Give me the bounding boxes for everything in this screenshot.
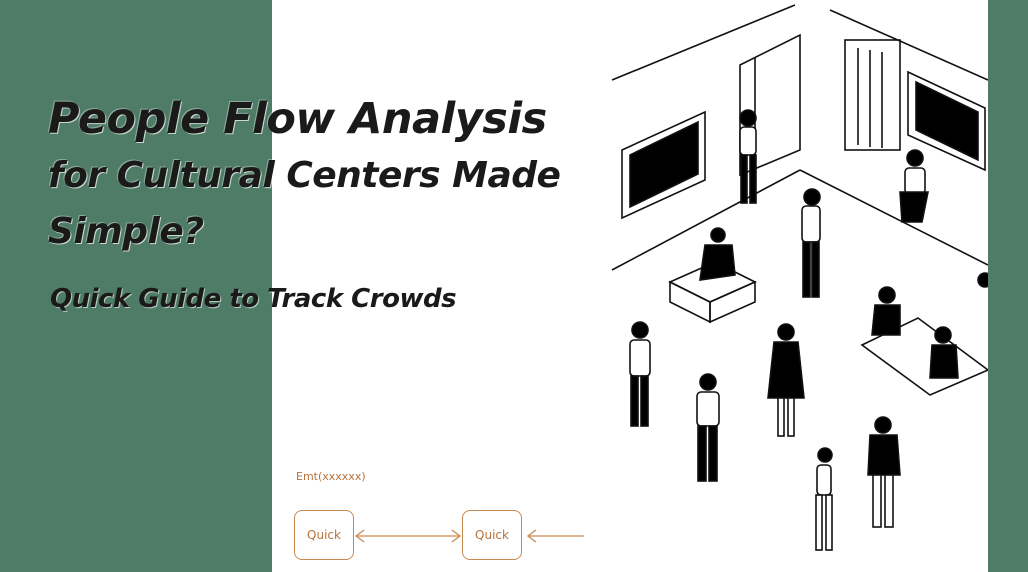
museum-crowd-illustration <box>611 4 988 551</box>
subtitle: Quick Guide to Track Crowds <box>50 284 457 314</box>
sketch-box-quick-2: Quick <box>462 510 522 560</box>
headline-line-1: People Flow Analysis <box>48 94 547 144</box>
sketch-arrows <box>354 529 584 543</box>
left-green-panel <box>0 0 272 572</box>
sketch-box-quick-1: Quick <box>294 510 354 560</box>
headline: People Flow Analysis for Cultural Center… <box>48 90 608 260</box>
sketch-label: Emt(xxxxxx) <box>296 470 366 483</box>
right-green-panel <box>988 0 1028 572</box>
headline-line-2: for Cultural Centers Made Simple? <box>48 155 561 252</box>
